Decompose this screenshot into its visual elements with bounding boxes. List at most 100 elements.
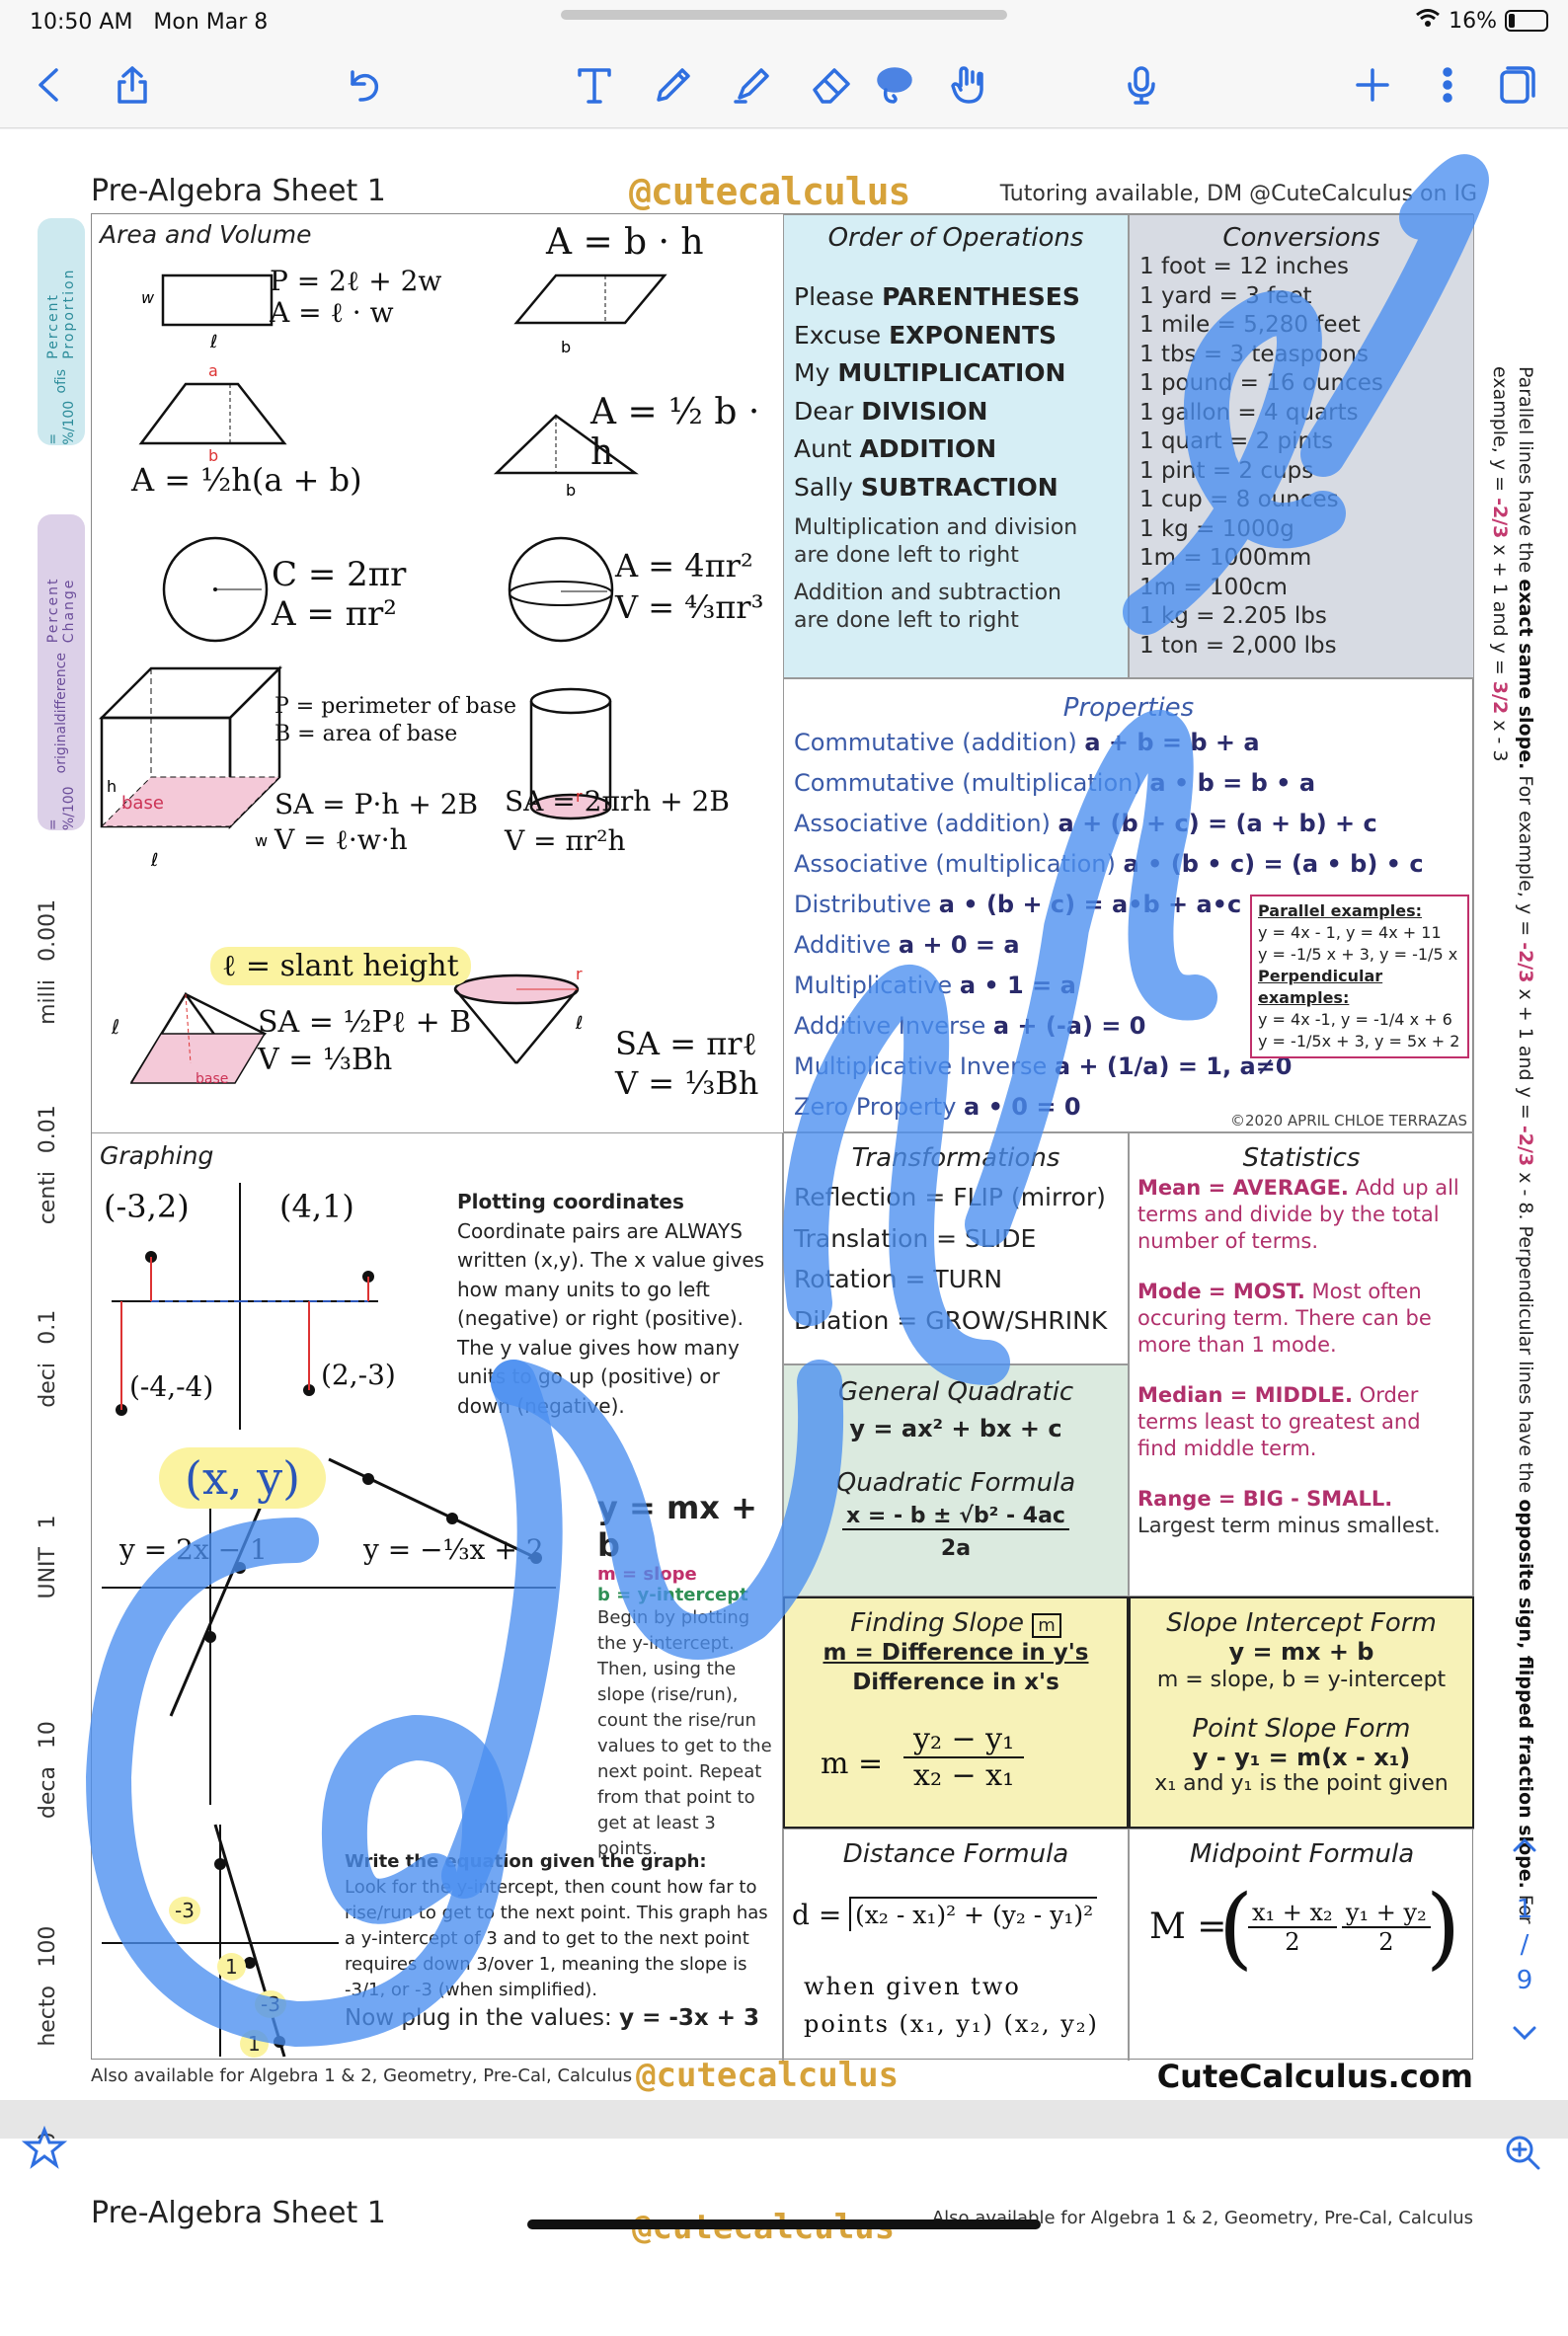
page-up-icon[interactable]	[1511, 1834, 1538, 1858]
share-icon[interactable]	[105, 57, 160, 113]
svg-text:b: b	[561, 338, 571, 356]
pages-icon[interactable]	[1489, 57, 1544, 113]
finding-slope: Finding Slope m m = Difference in y's Di…	[783, 1596, 1129, 1829]
conversion-item: 1m = 100cm	[1139, 574, 1288, 600]
page-2-preview: Pre-Algebra Sheet 1 @cutecalculus Also a…	[0, 2139, 1568, 2336]
sheet-grid: Area and Volume w ℓ b a b	[91, 213, 1474, 2061]
percent-change-tab: Percent Change difference original = %/1…	[38, 514, 85, 830]
pen-icon[interactable]	[646, 57, 701, 113]
midpoint-paren-left: (	[1218, 1876, 1254, 1980]
document-viewer[interactable]: Pre-Algebra Sheet 1 @cutecalculus Tutori…	[0, 129, 1568, 2336]
line-eq-2: y = −⅓x + 2	[363, 1533, 544, 1566]
copyright: ©2020 APRIL CHLOE TERRAZAS	[1229, 1112, 1467, 1129]
si-title: Slope Intercept Form	[1166, 1608, 1437, 1638]
svg-text:b: b	[566, 481, 576, 500]
property-item: Commutative (multiplication) a • b = b •…	[794, 769, 1316, 797]
battery-icon	[1505, 10, 1548, 32]
transformations: Transformations Reflection = FLIP (mirro…	[783, 1132, 1129, 1364]
conversion-item: 1 yard = 3 feet	[1139, 282, 1312, 309]
midpoint-paren-right: )	[1426, 1876, 1461, 1980]
trap-formula: A = ½h(a + b)	[131, 461, 362, 499]
lasso-icon[interactable]	[867, 57, 922, 113]
distance-formula: Distance Formula d = (x₂ - x₁)² + (y₂ - …	[783, 1829, 1129, 2061]
hand-icon[interactable]	[942, 57, 997, 113]
page-down-icon[interactable]	[1511, 2024, 1538, 2048]
svg-text:ℓ: ℓ	[575, 1013, 583, 1034]
conversion-item: 1 kg = 1000g	[1139, 515, 1294, 542]
conversion-item: 1 cup = 8 ounces	[1139, 487, 1339, 512]
metric-prefix-deci: deci0.1	[36, 1310, 60, 1408]
undo-icon[interactable]	[336, 57, 391, 113]
eraser-icon[interactable]	[804, 57, 859, 113]
metric-prefix-centi: centi0.01	[36, 1105, 60, 1225]
sheet-footer: Also available for Algebra 1 & 2, Geomet…	[91, 2056, 1473, 2095]
metric-prefix-hecto: hecto100	[36, 1926, 60, 2047]
conversion-item: 1m = 1000mm	[1139, 545, 1312, 571]
ops-item: Aunt ADDITION	[794, 434, 997, 463]
property-item: Associative (addition) a + (b + c) = (a …	[794, 810, 1377, 837]
bookmark-icon[interactable]	[21, 2125, 68, 2174]
conversion-item: 1 gallon = 4 quarts	[1139, 399, 1359, 426]
distance-d: d =	[792, 1899, 842, 1931]
quad-title: General Quadratic	[837, 1377, 1074, 1407]
zoom-icon[interactable]	[1503, 2133, 1542, 2176]
rise-label-1: -3	[169, 1897, 200, 1924]
svg-text:ℓ: ℓ	[150, 850, 158, 871]
area-volume-section: Area and Volume w ℓ b a b	[92, 214, 783, 1132]
transformation-item: Translation = SLIDE	[794, 1223, 1037, 1253]
statistics: Statistics Mean = AVERAGE. Add up all te…	[1129, 1132, 1474, 1596]
si-desc: m = slope, b = y-intercept	[1156, 1668, 1447, 1692]
ops-item: Please PARENTHESES	[794, 282, 1080, 311]
graphing-title: Graphing	[100, 1141, 214, 1170]
slope-rule-note: Parallel lines have the exact same slope…	[1489, 366, 1536, 1924]
conversion-item: 1 quart = 2 pints	[1139, 428, 1334, 454]
highlighter-icon[interactable]	[725, 57, 780, 113]
properties: Properties Commutative (addition) a + b …	[783, 678, 1474, 1132]
slope-title: Finding Slope m	[785, 1608, 1127, 1638]
svg-text:ℓ: ℓ	[209, 332, 217, 352]
multitask-grabber[interactable]	[561, 10, 1007, 20]
back-icon[interactable]	[22, 57, 77, 113]
point-label-2: (4,1)	[279, 1188, 354, 1225]
more-icon[interactable]	[1420, 57, 1475, 113]
svg-text:a: a	[208, 361, 218, 380]
ops-item: Sally SUBTRACTION	[794, 472, 1058, 502]
sheet-title: Pre-Algebra Sheet 1	[91, 174, 386, 208]
midpoint-title: Midpoint Formula	[1189, 1839, 1415, 1869]
area-title: Area and Volume	[100, 220, 312, 249]
point-label-1: (-3,2)	[104, 1188, 190, 1225]
run-label-1: 1	[217, 1953, 246, 1981]
ops-item: My MULTIPLICATION	[794, 358, 1066, 387]
run-label-2: 1	[240, 2030, 269, 2058]
microphone-icon[interactable]	[1114, 57, 1169, 113]
transformation-item: Reflection = FLIP (mirror)	[794, 1183, 1106, 1211]
add-icon[interactable]	[1345, 57, 1400, 113]
home-indicator[interactable]	[527, 2219, 1041, 2229]
page2-title: Pre-Algebra Sheet 1	[91, 2196, 386, 2230]
tri-formula: A = ½ b · h	[590, 392, 760, 473]
ps-eq: y - y₁ = m(x - x₁)	[1192, 1744, 1411, 1771]
status-time: 10:50 AM Mon Mar 8	[30, 10, 269, 35]
page-indicator[interactable]: 1/9	[1516, 1895, 1533, 1995]
rise-label-2: -3	[255, 1990, 286, 2018]
area-figures: w ℓ b a b b	[98, 273, 667, 1087]
text-tool-icon[interactable]	[567, 57, 622, 113]
conversion-item: 1 kg = 2.205 lbs	[1139, 603, 1327, 629]
svg-text:ℓ: ℓ	[111, 1015, 119, 1039]
slope-m: m =	[821, 1747, 884, 1781]
svg-text:base: base	[196, 1071, 228, 1087]
point-label-3: (-4,-4)	[129, 1370, 214, 1403]
property-item: Commutative (addition) a + b = b + a	[794, 729, 1260, 756]
toolbar	[0, 43, 1568, 128]
page2-footer: Also available for Algebra 1 & 2, Geomet…	[931, 2208, 1473, 2228]
